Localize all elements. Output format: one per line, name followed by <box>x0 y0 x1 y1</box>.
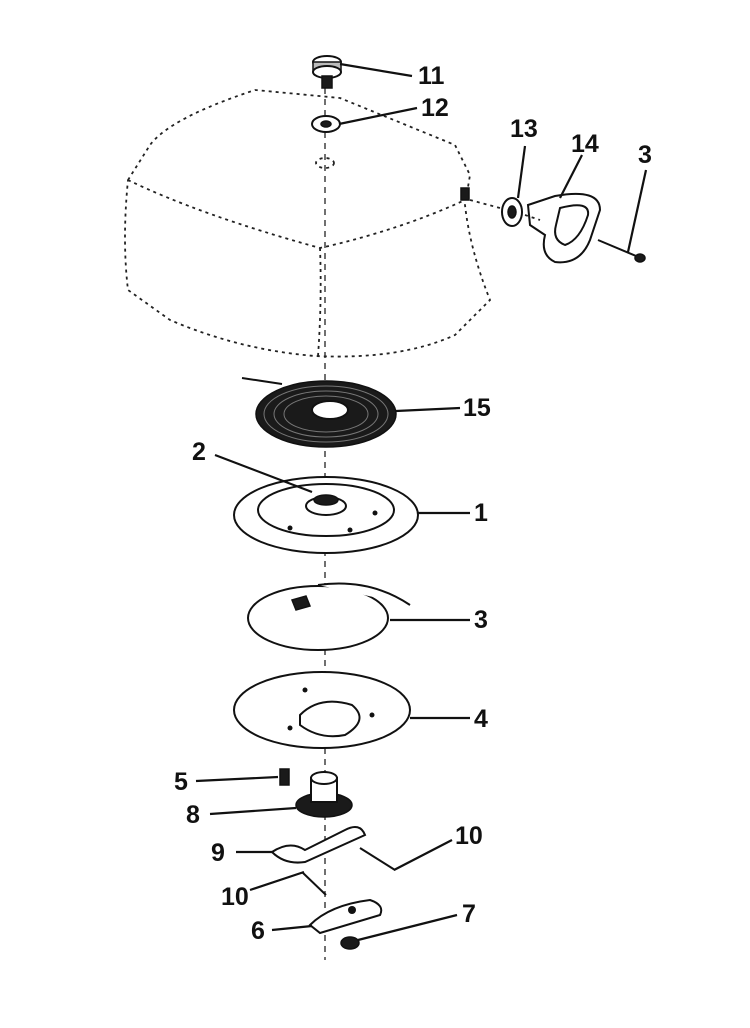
callout-6: 6 <box>251 917 265 945</box>
part-ratchet-plate <box>233 671 411 749</box>
callout-1: 1 <box>474 499 488 527</box>
part-washer <box>311 115 341 133</box>
part-screw <box>312 55 342 89</box>
callout-9: 9 <box>211 839 225 867</box>
callout-3-top: 3 <box>638 141 652 169</box>
part-rope-upper <box>597 239 646 263</box>
callout-12: 12 <box>421 94 449 122</box>
leader-lines <box>195 62 648 942</box>
part-starter-handle <box>524 192 602 264</box>
part-pawl-plate <box>270 825 367 864</box>
callout-10-right: 10 <box>455 822 483 850</box>
callout-10-left: 10 <box>221 883 249 911</box>
part-hub <box>305 494 347 516</box>
callout-7: 7 <box>462 900 476 928</box>
housing-cover <box>124 89 492 358</box>
part-spring-right <box>359 847 396 871</box>
callout-14: 14 <box>571 130 599 158</box>
part-spring-left <box>301 871 327 896</box>
callout-13: 13 <box>510 115 538 143</box>
callout-5: 5 <box>174 768 188 796</box>
callout-11: 11 <box>418 62 445 90</box>
part-nut <box>340 936 360 950</box>
part-recoil-spring <box>241 377 397 448</box>
part-wire-ring <box>247 582 411 651</box>
part-bushing <box>469 197 523 227</box>
callout-8: 8 <box>186 801 200 829</box>
callout-15: 15 <box>463 394 491 422</box>
callout-4: 4 <box>474 705 488 733</box>
part-spindle <box>295 771 353 818</box>
part-lever <box>308 898 383 935</box>
callout-2: 2 <box>192 438 206 466</box>
part-small-screw <box>279 768 290 786</box>
callout-3-bottom: 3 <box>474 606 488 634</box>
